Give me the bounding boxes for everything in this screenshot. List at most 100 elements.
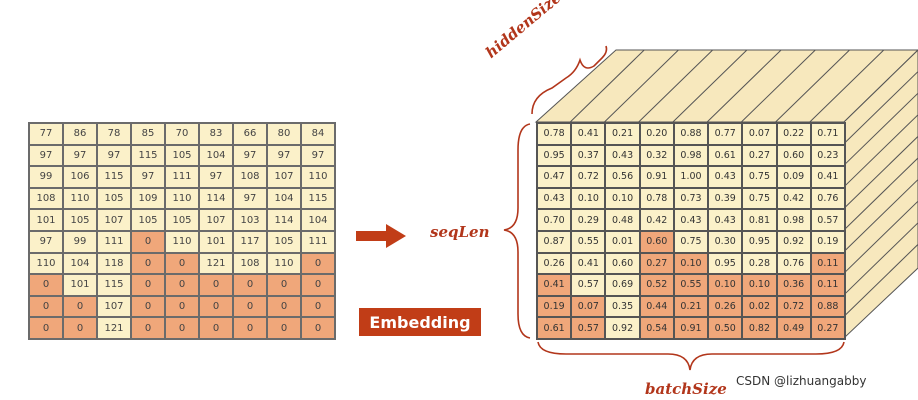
embedding-value-cell: 0.27 [742,144,777,167]
cube-side-divider [843,136,918,209]
cube-side-divider [843,92,918,166]
embedding-value-cell: 0.98 [776,209,811,231]
token-cell: 0 [199,295,233,318]
watermark: CSDN @lizhuangabby [736,374,867,388]
token-cell: 0 [131,252,165,275]
embedding-value-cell: 0.19 [810,231,845,253]
token-cell: 106 [63,166,97,188]
embedding-value-cell: 0.75 [742,187,777,210]
token-cell: 78 [97,123,131,145]
embedding-value-cell: 0.43 [708,209,743,231]
embedding-value-cell: 0.01 [605,231,640,253]
token-cell: 101 [29,209,63,231]
token-cell: 97 [29,231,63,253]
embedding-value-cell: 1.00 [673,166,709,188]
embedding-value-cell: 0.78 [537,123,572,145]
token-cell: 0 [63,295,97,318]
token-cell: 105 [63,209,97,231]
cube-side-divider [843,114,918,188]
embedding-value-cell: 0.02 [742,295,777,318]
embedding-value-cell: 0.91 [673,317,709,339]
embedding-value-cell: 0.78 [639,187,674,210]
embedding-value-cell: 0.82 [742,317,777,339]
token-cell: 108 [233,166,267,188]
embedding-value-cell: 0.57 [810,209,845,231]
embedding-value-cell: 0.76 [810,187,845,210]
token-cell: 97 [131,166,165,188]
token-cell: 110 [267,252,301,275]
embedding-value-cell: 0.60 [776,144,811,167]
embedding-value-cell: 0.07 [571,295,606,318]
embedding-value-cell: 0.75 [742,166,777,188]
token-cell: 0 [233,295,267,318]
embedding-value-cell: 0.21 [673,295,709,318]
token-cell: 115 [97,166,131,188]
brace-seq [503,123,531,339]
embedding-value-cell: 0.55 [673,274,709,296]
embedding-value-cell: 0.95 [537,144,572,167]
embedding-value-cell: 0.57 [571,274,606,296]
token-cell: 107 [267,166,301,188]
token-cell: 111 [97,231,131,253]
cube-top-divider [604,49,679,123]
cube-top-divider [672,49,748,123]
embedding-value-cell: 0.41 [571,123,606,145]
embedding-value-cell: 0.76 [776,252,811,275]
token-cell: 110 [165,231,199,253]
embedding-value-cell: 0.10 [708,274,743,296]
token-cell: 105 [165,209,199,231]
cube-top-divider [809,49,885,123]
token-cell: 0 [131,274,165,296]
token-cell: 117 [233,231,267,253]
embedding-value-cell: 0.09 [776,166,811,188]
token-cell: 0 [199,274,233,296]
cube-side-divider [843,222,918,296]
token-cell: 70 [165,123,199,145]
embedding-value-cell: 0.10 [605,187,640,210]
token-cell: 110 [301,166,335,188]
embedding-value-cell: 0.27 [639,252,674,275]
token-cell: 0 [267,274,301,296]
token-cell: 0 [63,317,97,339]
token-cell: 121 [199,252,233,275]
token-cell: 0 [29,317,63,339]
token-cell: 110 [63,187,97,210]
token-cell: 101 [199,231,233,253]
embedding-value-cell: 0.91 [639,166,674,188]
embedding-value-cell: 0.95 [742,231,777,253]
embedding-value-cell: 0.10 [673,252,709,275]
embedding-value-cell: 0.61 [708,144,743,167]
embedding-value-cell: 0.11 [810,274,845,296]
token-cell: 104 [267,187,301,210]
embedding-value-cell: 0.23 [810,144,845,167]
cube-side-divider [843,200,918,274]
token-cell: 115 [131,144,165,167]
token-cell: 77 [29,123,63,145]
embedding-value-cell: 0.20 [639,123,674,145]
token-cell: 97 [29,144,63,167]
token-cell: 0 [165,274,199,296]
token-cell: 115 [97,274,131,296]
cube-side-divider [843,244,918,317]
embedding-value-cell: 0.41 [537,274,572,296]
arrow-right-icon [356,224,406,248]
embedding-value-cell: 0.95 [708,252,743,275]
token-cell: 107 [199,209,233,231]
embedding-value-cell: 0.30 [708,231,743,253]
embedding-value-cell: 0.60 [605,252,640,275]
token-cell: 0 [301,274,335,296]
embedding-value-cell: 0.88 [673,123,709,145]
token-cell: 0 [267,295,301,318]
token-cell: 104 [301,209,335,231]
token-cell: 0 [267,317,301,339]
embedding-value-cell: 0.19 [537,295,572,318]
token-cell: 0 [165,295,199,318]
token-cell: 99 [29,166,63,188]
embedding-value-cell: 0.55 [571,231,606,253]
token-cell: 97 [301,144,335,167]
embedding-value-cell: 0.43 [605,144,640,167]
embedding-value-cell: 0.54 [639,317,674,339]
